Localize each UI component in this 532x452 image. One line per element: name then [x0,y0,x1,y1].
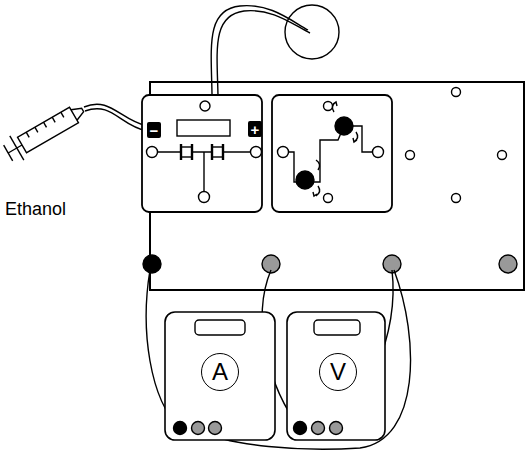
meter-symbol: V [319,353,357,391]
balloon [285,5,339,59]
syringe [1,98,89,165]
terminal-sign: + [248,121,262,137]
meter-symbol: A [201,353,239,391]
fluid-label: Ethanol [5,200,66,218]
component-symbol [181,144,223,160]
voltmeter [287,312,385,440]
ammeter [165,312,275,440]
terminal-sign: − [147,122,161,138]
fuel-cell [177,120,230,136]
switch-knob [296,171,314,189]
fuel-cell-module [142,95,262,212]
meter-letter: A [212,360,228,384]
switch-knob [335,117,353,135]
meter-letter: V [330,360,346,384]
switch-module [272,95,392,212]
fuel-tube [85,109,147,131]
